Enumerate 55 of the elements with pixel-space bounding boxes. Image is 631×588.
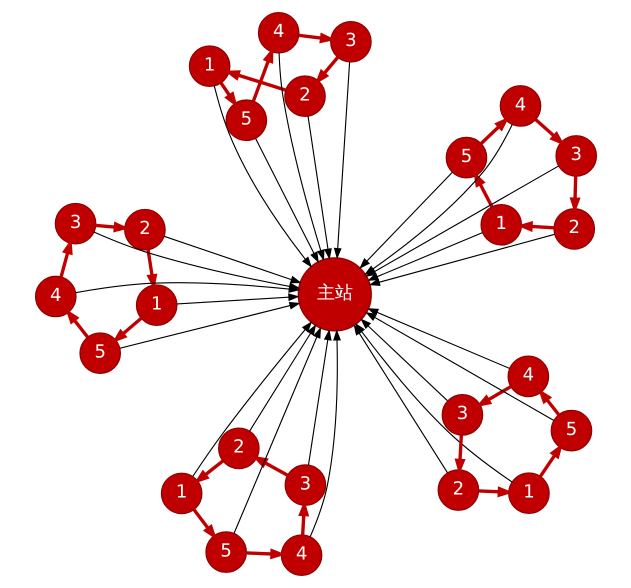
- arrow: [111, 317, 142, 344]
- node-circle: 5: [78, 332, 121, 374]
- node-circle: 4: [34, 276, 76, 318]
- arrow: [364, 124, 512, 276]
- arrow: [192, 508, 216, 540]
- arrow: [64, 308, 88, 338]
- node-circle: 1: [508, 472, 550, 514]
- arrow: [307, 329, 332, 466]
- node-circle: 1: [135, 284, 178, 326]
- arrow: [309, 329, 340, 537]
- arrow: [219, 82, 238, 108]
- node-circle: 1: [480, 204, 522, 246]
- node-circle: 2: [552, 208, 595, 250]
- arrow: [213, 86, 312, 268]
- arrow: [120, 302, 300, 349]
- arrow: [537, 388, 560, 416]
- arrow: [534, 118, 564, 146]
- arrow: [314, 56, 338, 85]
- arrow: [472, 171, 493, 208]
- node-circle: 1: [160, 472, 202, 514]
- arrow: [248, 324, 316, 432]
- arrow: [176, 293, 300, 304]
- node-circle: 1: [188, 45, 230, 87]
- arrow: [278, 53, 324, 262]
- node-circle: 2: [124, 208, 166, 251]
- node-circle: 2: [284, 75, 326, 117]
- arrow: [366, 308, 510, 369]
- arrow: [538, 443, 562, 478]
- arrow: [254, 138, 318, 264]
- node-circle: 3: [330, 20, 372, 63]
- node-circle: 4: [499, 85, 541, 127]
- arrow: [360, 318, 448, 401]
- node-circle: 2: [218, 428, 260, 470]
- node-circle: 5: [204, 531, 246, 573]
- node-circle: 4: [280, 534, 322, 576]
- node-circle: 2: [437, 469, 479, 511]
- node-circle: 3: [284, 464, 326, 506]
- arrow: [164, 236, 302, 284]
- arrow: [192, 321, 312, 477]
- arrow: [364, 312, 554, 421]
- arrow: [480, 116, 509, 145]
- node-circle: 5: [445, 136, 487, 178]
- arrow: [233, 326, 321, 534]
- arrow: [306, 116, 332, 260]
- arrow: [193, 460, 224, 484]
- node-circle: 4: [507, 356, 549, 398]
- node-circle: 4: [257, 12, 300, 54]
- arrow: [368, 234, 554, 286]
- node-circle: 3: [554, 135, 597, 177]
- node-circle: 5: [550, 410, 592, 452]
- arrow: [358, 172, 452, 269]
- arrow: [333, 62, 350, 260]
- node-circle: 3: [441, 394, 483, 436]
- node-circle: 3: [54, 202, 96, 244]
- node-circle: 5: [225, 99, 267, 142]
